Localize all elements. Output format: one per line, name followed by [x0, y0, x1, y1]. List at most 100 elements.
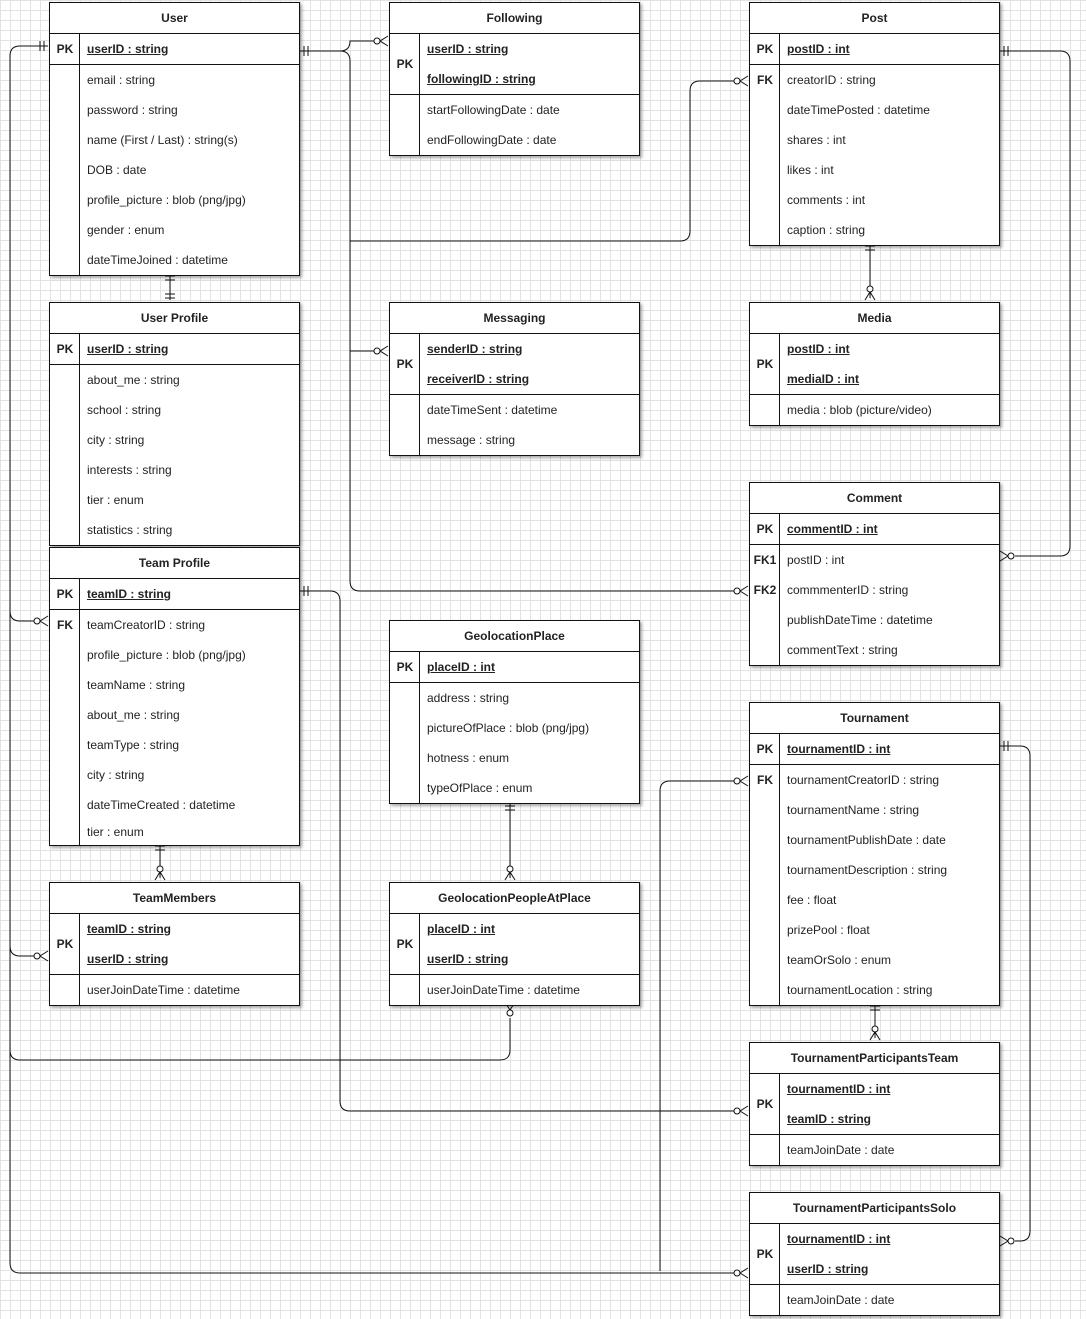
pk-field-row[interactable]: followingID : string	[390, 64, 639, 94]
field-row[interactable]: prizePool : float	[750, 915, 999, 945]
field-row[interactable]: address : string	[390, 683, 639, 713]
field-row[interactable]: userJoinDateTime : datetime	[50, 975, 299, 1005]
field-row[interactable]: teamJoinDate : date	[750, 1135, 999, 1165]
field-row[interactable]: profile_picture : blob (png/jpg)	[50, 640, 299, 670]
field-row[interactable]: school : string	[50, 395, 299, 425]
field-row[interactable]: city : string	[50, 425, 299, 455]
field-row[interactable]: tier : enum	[50, 485, 299, 515]
field-name: prizePool : float	[787, 923, 870, 937]
field-row[interactable]: teamOrSolo : enum	[750, 945, 999, 975]
field-name: fee : float	[787, 893, 837, 907]
field-row[interactable]: city : string	[50, 760, 299, 790]
field-row[interactable]: teamType : string	[50, 730, 299, 760]
attributes-section: userJoinDateTime : datetime	[50, 975, 299, 1005]
field-row[interactable]: shares : int	[750, 125, 999, 155]
field-row[interactable]: statistics : string	[50, 515, 299, 545]
field-row[interactable]: endFollowingDate : date	[390, 125, 639, 155]
field-row[interactable]: email : string	[50, 65, 299, 95]
key-label	[50, 820, 80, 845]
field-row[interactable]: userJoinDateTime : datetime	[390, 975, 639, 1005]
field-row[interactable]: tournamentName : string	[750, 795, 999, 825]
field-row[interactable]: likes : int	[750, 155, 999, 185]
pk-field-row[interactable]: userID : string	[50, 944, 299, 974]
field-row[interactable]: tier : enum	[50, 820, 299, 845]
field-row[interactable]: publishDateTime : datetime	[750, 605, 999, 635]
field-name: about_me : string	[87, 373, 180, 387]
field-row[interactable]: dateTimePosted : datetime	[750, 95, 999, 125]
key-label: PK	[56, 587, 74, 601]
field-row[interactable]: hotness : enum	[390, 743, 639, 773]
field-row[interactable]: dateTimeSent : datetime	[390, 395, 639, 425]
field-row[interactable]: tournamentLocation : string	[750, 975, 999, 1005]
field-row[interactable]: about_me : string	[50, 700, 299, 730]
field-name: userID : string	[427, 42, 509, 56]
field-row[interactable]: interests : string	[50, 455, 299, 485]
field-row[interactable]: name (First / Last) : string(s)	[50, 125, 299, 155]
pk-field-row[interactable]: teamID : string	[750, 1104, 999, 1134]
field-row[interactable]: about_me : string	[50, 365, 299, 395]
field-row[interactable]: profile_picture : blob (png/jpg)	[50, 185, 299, 215]
field-row[interactable]: DOB : date	[50, 155, 299, 185]
pk-field-row[interactable]: receiverID : string	[390, 364, 639, 394]
field-row[interactable]: pictureOfPlace : blob (png/jpg)	[390, 713, 639, 743]
field-row[interactable]: comments : int	[750, 185, 999, 215]
pk-field-row[interactable]: userID : string	[390, 944, 639, 974]
pk-field-row[interactable]: teamID : string	[50, 914, 299, 944]
pk-field-row[interactable]: tournamentID : int	[750, 1074, 999, 1104]
field-row[interactable]: message : string	[390, 425, 639, 455]
field-row[interactable]: dateTimeJoined : datetime	[50, 245, 299, 275]
pk-field-row[interactable]: placeID : int	[390, 914, 639, 944]
pk-field-row[interactable]: userID : string	[390, 34, 639, 64]
pk-field-row[interactable]: mediaID : int	[750, 364, 999, 394]
pk-field-row[interactable]: senderID : string	[390, 334, 639, 364]
field-row[interactable]: password : string	[50, 95, 299, 125]
field-row[interactable]: tournamentPublishDate : date	[750, 825, 999, 855]
field-row[interactable]: teamJoinDate : date	[750, 1285, 999, 1315]
key-label	[50, 125, 80, 155]
pk-field-row[interactable]: userID : string	[750, 1254, 999, 1284]
field-row[interactable]: commentText : string	[750, 635, 999, 665]
field-row[interactable]: tournamentDescription : string	[750, 855, 999, 885]
key-label: FK	[757, 773, 773, 787]
pk-field-row[interactable]: postID : int	[750, 334, 999, 364]
field-row[interactable]: startFollowingDate : date	[390, 95, 639, 125]
field-row[interactable]: gender : enum	[50, 215, 299, 245]
field-row[interactable]: caption : string	[750, 215, 999, 245]
field-row[interactable]: media : blob (picture/video)	[750, 395, 999, 425]
field-row[interactable]: fee : float	[750, 885, 999, 915]
pk-field-row[interactable]: tournamentID : int	[750, 1224, 999, 1254]
field-name: userID : string	[87, 342, 169, 356]
field-row[interactable]: dateTimeCreated : datetime	[50, 790, 299, 820]
field-row[interactable]: typeOfPlace : enum	[390, 773, 639, 803]
field-row[interactable]: teamName : string	[50, 670, 299, 700]
